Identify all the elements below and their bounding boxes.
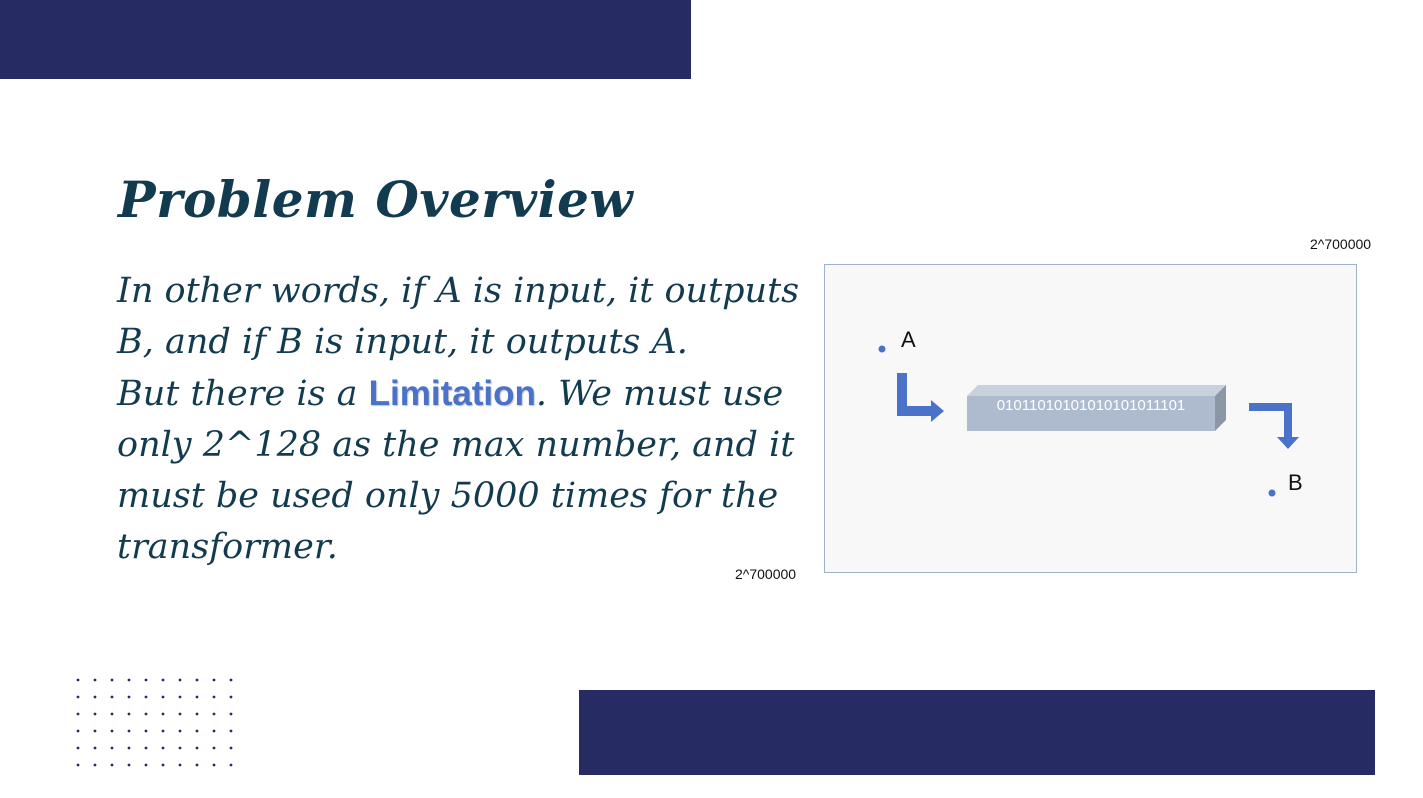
arrow-a-to-block-icon <box>897 373 944 422</box>
slide-title: Problem Overview <box>118 170 634 229</box>
label-top-right: 2^700000 <box>1310 236 1372 252</box>
label-bottom-left: 2^700000 <box>735 566 797 582</box>
transform-diagram: A B 01011010101010101011101 <box>824 264 1357 573</box>
diagram-graphics <box>878 345 1299 497</box>
slide-body: In other words, if A is input, it output… <box>117 266 807 573</box>
bottom-banner <box>579 690 1375 775</box>
paragraph-1: In other words, if A is input, it output… <box>117 271 800 362</box>
node-a-dot <box>878 345 886 353</box>
paragraph-2: But there is a Limitation. We must use o… <box>117 368 807 573</box>
node-b-label: B <box>1288 470 1303 495</box>
node-b-dot <box>1268 489 1276 497</box>
binary-block-label: 01011010101010101011101 <box>996 397 1186 414</box>
arrow-block-to-b-icon <box>1249 403 1299 449</box>
dot-grid-decoration <box>70 672 240 772</box>
paragraph-2-end: . We must use only 2^128 as the max numb… <box>117 374 795 567</box>
paragraph-2-start: But there is a <box>117 374 369 414</box>
limitation-highlight: Limitation <box>368 374 536 413</box>
top-banner <box>0 0 691 79</box>
binary-block <box>967 385 1226 431</box>
node-a-label: A <box>901 327 916 352</box>
